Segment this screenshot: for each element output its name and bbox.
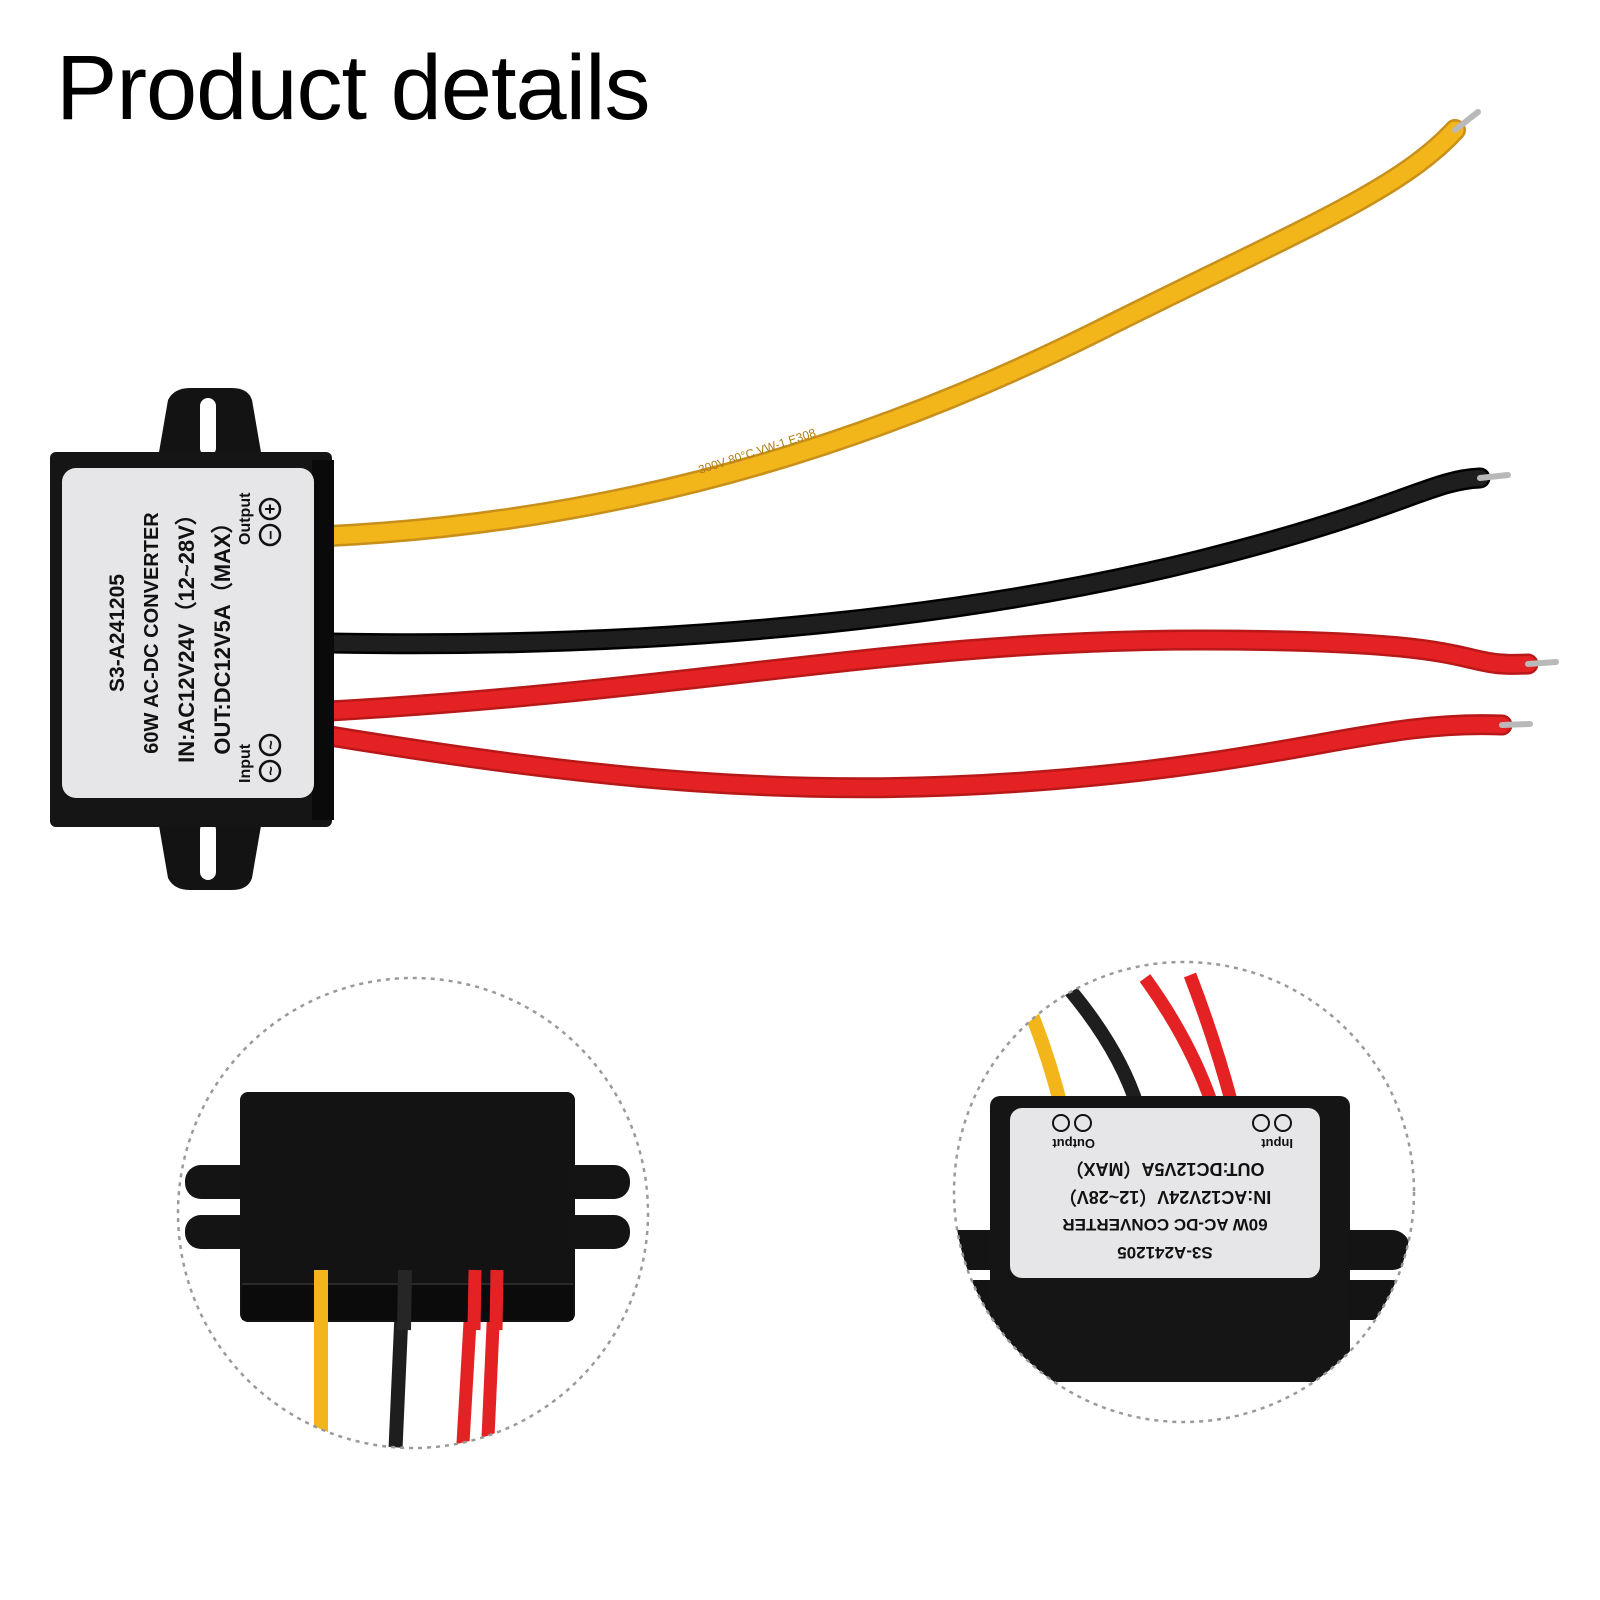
svg-text:60W AC-DC CONVERTER: 60W AC-DC CONVERTER — [1062, 1215, 1267, 1234]
svg-text:Input: Input — [1261, 1136, 1293, 1151]
svg-text:S3-A241205: S3-A241205 — [1117, 1243, 1212, 1262]
label-output: Output — [237, 492, 254, 545]
ac-icon — [258, 733, 282, 757]
svg-text:IN:AC12V24V（12~28V）: IN:AC12V24V（12~28V） — [1059, 1187, 1272, 1207]
label-line1: 60W AC-DC CONVERTER — [141, 512, 163, 754]
label-model: S3-A241205 — [106, 574, 129, 692]
product-label — [62, 468, 314, 798]
detail-back-view — [176, 976, 650, 1450]
plus-icon — [1052, 1114, 1070, 1132]
detail-circle-right — [952, 960, 1416, 1424]
plus-icon — [258, 497, 282, 521]
svg-text:+: + — [260, 504, 280, 515]
converter-case — [50, 388, 334, 890]
wires: 300V 80°C VW-1 E308 — [319, 109, 1559, 799]
label-line3: OUT:DC12V5A（MAX） — [210, 511, 235, 754]
ac-icon — [1252, 1114, 1270, 1132]
svg-text:Output: Output — [1052, 1136, 1095, 1151]
detail-angled-view: S3-A241205 60W AC-DC CONVERTER IN:AC12V2… — [952, 960, 1416, 1424]
minus-icon — [1074, 1114, 1092, 1132]
svg-text:−: − — [263, 530, 280, 539]
label-line2: IN:AC12V24V（12~28V） — [174, 503, 199, 763]
page-title: Product details — [56, 37, 651, 139]
ac-icon — [258, 759, 282, 783]
label-text: S3-A241205 60W AC-DC CONVERTER IN:AC12V2… — [106, 492, 282, 783]
detail-label — [1010, 1108, 1320, 1278]
ac-icon — [1274, 1114, 1292, 1132]
svg-text:~: ~ — [263, 740, 280, 749]
detail-circle-left — [176, 976, 650, 1450]
svg-text:OUT:DC12V5A（MAX）: OUT:DC12V5A（MAX） — [1065, 1159, 1264, 1179]
label-input: Input — [237, 743, 254, 783]
main-product: 300V 80°C VW-1 E308 — [50, 109, 1559, 890]
wire-yellow — [319, 119, 1466, 547]
svg-text:~: ~ — [263, 766, 280, 775]
minus-icon — [258, 523, 282, 547]
